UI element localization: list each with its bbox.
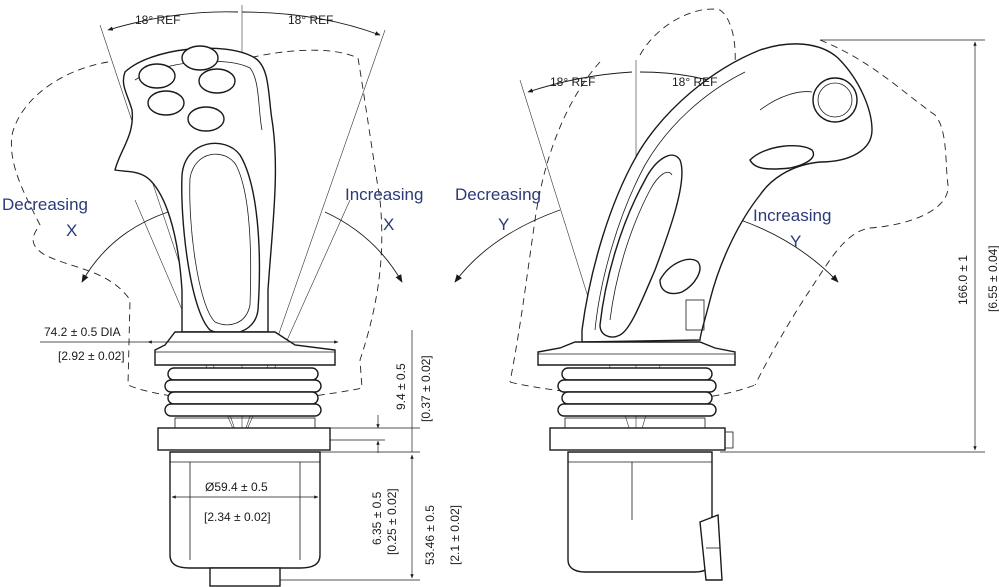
dim-depth-in: [2.1 ± 0.02] [448,505,462,565]
angle-arc-top-right [241,11,381,36]
side-boot-bellows [557,367,717,417]
dim-depth-mm: 53.46 ± 0.5 [423,505,437,565]
right-angle-label-a: 18° REF [550,75,595,89]
collar [154,331,336,366]
grip-outline [114,47,277,333]
housing-body [169,451,321,569]
button-mid-right [198,68,236,94]
dim-flange-in: [0.25 ± 0.02] [385,488,399,555]
side-housing-body [567,451,713,573]
side-collar [537,341,736,366]
side-view [454,8,985,581]
decreasing-y-axis: Y [498,215,509,234]
trigger-panel-inner [189,153,252,326]
annotations: 18° REF 18° REF 18° REF 18° REF Decreasi… [2,13,999,565]
front-view [10,5,420,587]
side-connector [699,514,723,581]
decreasing-x-axis: X [66,221,77,240]
tilt-outline-front [754,39,949,386]
decreasing-x-label: Decreasing [2,195,88,214]
dim-height-mm: 166.0 ± 1 [956,255,970,305]
dim-body-dia-mm: Ø59.4 ± 0.5 [205,480,268,494]
decreasing-x-arrow [81,211,169,283]
left-angle-label-b: 18° REF [288,13,333,27]
dim-boot-in: [0.37 ± 0.02] [419,355,433,422]
dim-dia-in: [2.92 ± 0.02] [58,349,125,363]
button-top-left [138,63,176,89]
dim-boot-mm: 9.4 ± 0.5 [394,363,408,410]
left-angle-label-a: 18° REF [135,13,180,27]
tilt-outline-right [239,49,383,406]
angle-arc-top-left [107,11,239,31]
mounting-flange-top [174,417,316,429]
handle-front-edge [594,71,746,331]
connector-bottom [209,567,281,587]
trigger-panel [181,142,261,335]
boot-bellows [164,367,322,417]
dim-height-in: [6.55 ± 0.04] [986,245,999,312]
tilt-outline-left [10,61,241,406]
increasing-y-label: Increasing [753,206,831,225]
paddle [659,258,701,295]
trigger [749,145,815,170]
increasing-y-axis: Y [790,232,801,251]
dim-dia-mm: 74.2 ± 0.5 DIA [44,325,121,339]
right-angle-label-b: 18° REF [672,75,717,89]
side-button [812,77,858,123]
decreasing-y-arrow [454,209,561,283]
button-bottom [187,106,225,132]
increasing-x-arrow [324,211,403,283]
button-mid-left [147,90,185,116]
dim-body-dia-in: [2.34 ± 0.02] [204,510,271,524]
grip-strip [599,154,683,338]
decreasing-y-label: Decreasing [455,185,541,204]
increasing-x-axis: X [383,215,394,234]
button-top-right [181,45,219,71]
mounting-flange [157,427,331,451]
button-cluster [138,45,236,132]
right-angle-arc-left [527,71,633,93]
dim-flange-mm: 6.35 ± 0.5 [370,491,384,545]
handle-outline [581,43,873,343]
increasing-x-label: Increasing [345,185,423,204]
side-mounting-flange [549,427,726,451]
